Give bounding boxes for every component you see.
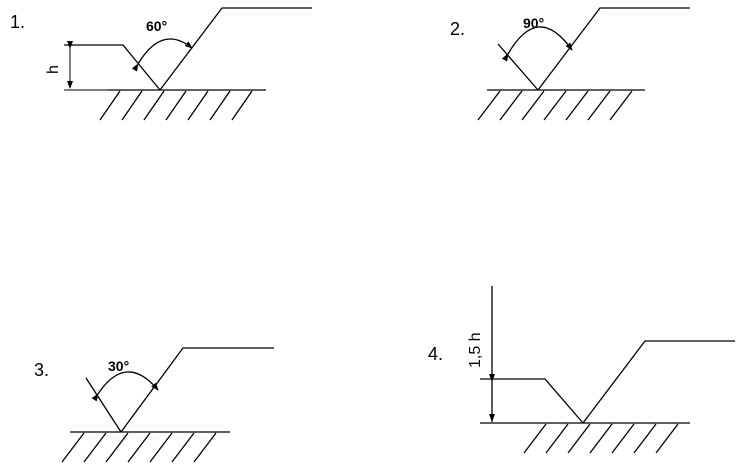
figure-3-angle-arc (91, 371, 159, 402)
figure-2-angle-label: 90° (523, 15, 544, 31)
figure-1-number: 1. (10, 12, 25, 32)
figure-2-left-profile (497, 43, 539, 91)
figure-2-number: 2. (450, 19, 465, 39)
figure-3-right-profile (120, 347, 274, 433)
figure-3-angle-label: 30° (108, 358, 129, 374)
figure-1-left-profile (64, 44, 161, 91)
figure-3-number: 3. (34, 360, 49, 380)
figure-4-number: 4. (428, 344, 443, 364)
figure-4-right-profile (582, 340, 735, 424)
figure-3-hatching (61, 432, 217, 463)
figure-1: 1. 60° h (10, 7, 312, 121)
figure-2: 2. 90° (450, 7, 690, 121)
figure-4-hatching (523, 423, 679, 454)
figure-2-hatching (477, 90, 633, 121)
figure-1-right-profile (159, 7, 312, 91)
figure-1-hatching (99, 90, 253, 121)
figure-1-angle-label: 60° (146, 18, 167, 34)
figure-1-angle-arc (131, 38, 193, 72)
figure-4-left-profile (480, 378, 584, 424)
figure-2-right-profile (537, 7, 690, 91)
figure-2-angle-arc (501, 26, 573, 62)
figure-1-height-label: h (45, 65, 62, 74)
figure-4: 4. 1,5 h (428, 286, 735, 454)
figure-4-dimension-label: 1,5 h (467, 332, 484, 368)
figure-3: 3. 30° (34, 347, 274, 463)
